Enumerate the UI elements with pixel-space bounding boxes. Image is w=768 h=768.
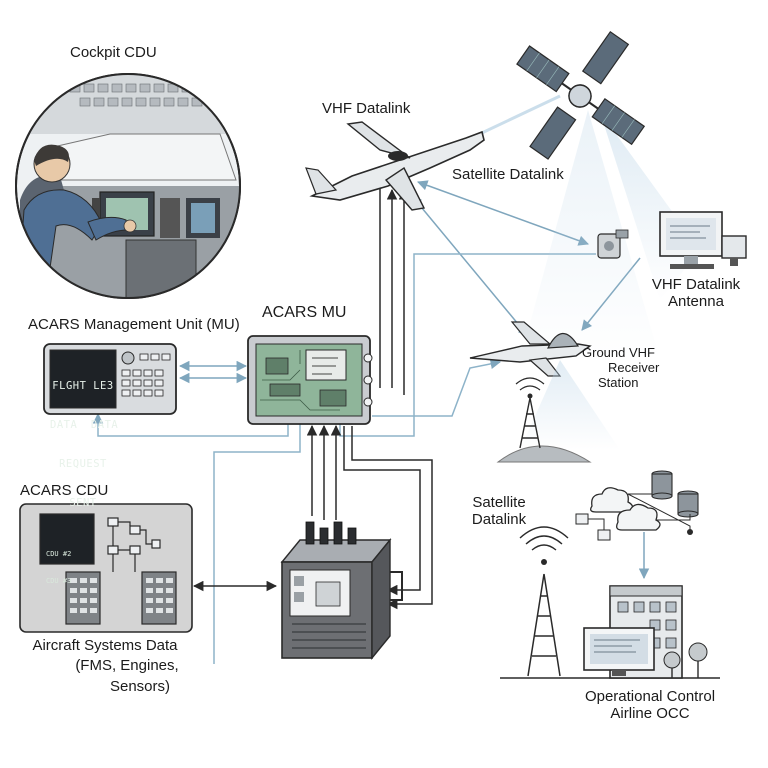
aircraft-to-ground-link — [411, 195, 529, 337]
acars-cdu-panel — [19, 503, 193, 633]
systems-data-link — [213, 422, 301, 664]
acars-management-unit-device — [43, 343, 177, 415]
label-aircraft-systems-data: Aircraft Systems Data (FMS, Engines, Sen… — [0, 636, 210, 697]
label-satellite-datalink-ground-line-1: Satellite — [472, 494, 526, 511]
occ-network-illustration — [575, 470, 699, 541]
label-ground-vhf-receiver-station: Ground VHF Receiver Station — [582, 345, 660, 391]
satellite-ground-tower-illustration — [519, 526, 569, 677]
occ-building-illustration — [500, 585, 720, 679]
connection-lines — [92, 94, 650, 664]
label-satellite-datalink-top: Satellite Datalink — [452, 166, 564, 183]
aircraft-top-illustration — [305, 121, 485, 211]
mu-screen-line-4: SENT — [69, 497, 97, 509]
mu-screen-line-2: DATA DATA — [50, 419, 119, 431]
satellite-illustration — [516, 30, 700, 360]
label-vhf-datalink-antenna: VHF Datalink Antenna — [636, 276, 756, 311]
mu-to-aircraft-link-a — [379, 174, 398, 388]
label-operational-control: Operational Control Airline OCC — [560, 688, 740, 723]
label-aircraft-systems-data-line-2: (FMS, Engines, — [75, 657, 179, 675]
label-cockpit-cdu: Cockpit CDU — [70, 44, 157, 61]
label-aircraft-systems-data-line-3: Sensors) — [109, 677, 171, 695]
cockpit-cdu-illustration — [15, 73, 241, 299]
mu-screen-line-3: REQUEST — [59, 458, 107, 470]
cdu-screen-line-1: CDU #2 — [46, 550, 72, 558]
label-vhf-datalink-antenna-line-2: Antenna — [668, 293, 724, 311]
label-operational-control-line-2: Airline OCC — [610, 705, 690, 723]
label-ground-vhf-line-3: Station — [598, 374, 639, 390]
label-operational-control-line-1: Operational Control — [584, 688, 716, 705]
vhf-antenna-station-illustration — [597, 211, 747, 269]
label-acars-mu: ACARS MU — [262, 304, 347, 321]
label-aircraft-systems-data-line-1: Aircraft Systems Data — [32, 637, 178, 654]
label-ground-vhf-line-1: Ground VHF — [582, 345, 655, 360]
mu-to-ground-vhf-link — [372, 358, 502, 417]
cdu-screen-text: CDU #2 CDU #3 — [46, 532, 71, 595]
label-vhf-datalink-top: VHF Datalink — [322, 100, 411, 117]
label-ground-vhf-line-2: Receiver — [608, 359, 660, 375]
label-acars-cdu: ACARS CDU — [20, 482, 109, 499]
acars-mu-device — [247, 335, 373, 425]
mu-screen-line-1: FLGHT LE3 — [52, 380, 114, 392]
mu-to-device-loop-a — [343, 426, 421, 596]
cdu-screen-line-2: CDU #3 — [46, 577, 72, 585]
label-vhf-datalink-antenna-line-1: VHF Datalink — [651, 276, 741, 293]
acars-communication-device — [280, 521, 403, 660]
label-satellite-datalink-ground-line-2: Datalink — [471, 511, 527, 529]
ground-vhf-station-illustration — [469, 321, 620, 463]
label-acars-management-unit: ACARS Management Unit (MU) — [28, 316, 240, 333]
mu-to-device-loop-b — [351, 426, 433, 610]
label-satellite-datalink-ground: Satellite Datalink — [454, 494, 544, 529]
management-loop-link — [92, 412, 289, 437]
mu-screen-text: FLGHT LE3 DATA DATA REQUEST SENT — [50, 354, 119, 523]
